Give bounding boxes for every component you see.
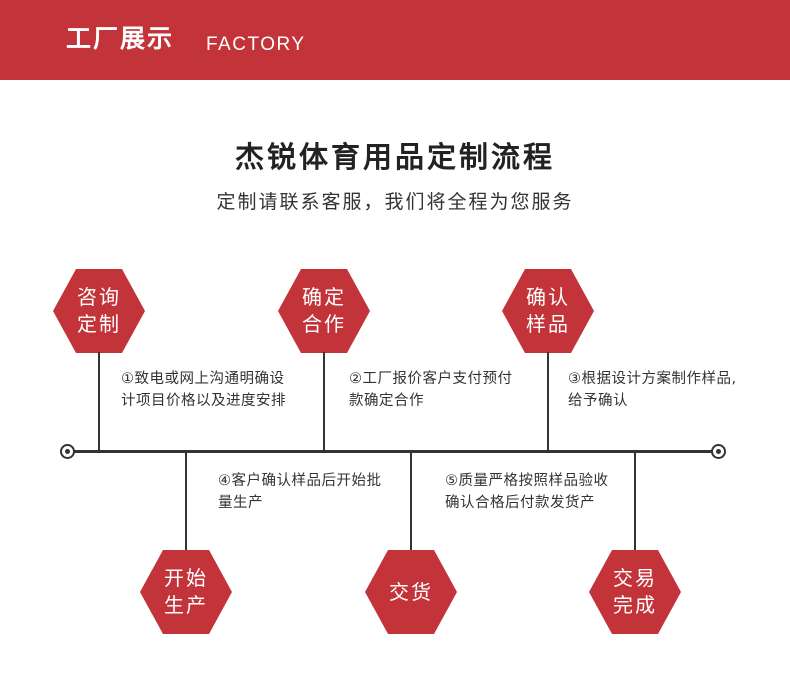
connector-line	[98, 352, 100, 451]
timeline-start-cap	[60, 444, 75, 459]
connector-line	[547, 352, 549, 451]
banner-title-en: FACTORY	[206, 34, 306, 55]
connector-line	[634, 452, 636, 552]
node-consult-customize: 咨询定制	[53, 269, 145, 353]
node-label: 咨询定制	[77, 285, 121, 336]
connector-line	[410, 452, 412, 552]
connector-line	[185, 452, 187, 552]
connector-line	[323, 352, 325, 451]
node-delivery: 交货	[365, 550, 457, 634]
node-transaction-complete: 交易完成	[589, 550, 681, 634]
step-5-text: ⑤质量严格按照样品验收确认合格后付款发货产	[445, 473, 609, 511]
timeline-end-cap	[711, 444, 726, 459]
step-2-text: ②工厂报价客户支付预付款确定合作	[349, 371, 513, 409]
node-label: 交易完成	[613, 566, 657, 617]
page-title: 杰锐体育用品定制流程	[234, 140, 555, 174]
step-1-text: ①致电或网上沟通明确设计项目价格以及进度安排	[121, 371, 286, 409]
node-confirm-cooperation: 确定合作	[278, 269, 370, 353]
timeline-line	[70, 450, 720, 453]
step-4-text: ④客户确认样品后开始批量生产	[218, 473, 382, 511]
node-confirm-sample: 确认样品	[502, 269, 594, 353]
node-label: 交货	[389, 579, 433, 604]
node-label: 确定合作	[302, 285, 346, 336]
step-3-text: ③根据设计方案制作样品,给予确认	[568, 371, 737, 409]
header-banner: 工厂展示 FACTORY	[0, 0, 790, 80]
banner-title-cn: 工厂展示	[66, 24, 175, 53]
node-label: 确认样品	[526, 285, 570, 336]
node-label: 开始生产	[164, 566, 208, 617]
page-subtitle: 定制请联系客服，我们将全程为您服务	[216, 191, 574, 213]
node-start-production: 开始生产	[140, 550, 232, 634]
